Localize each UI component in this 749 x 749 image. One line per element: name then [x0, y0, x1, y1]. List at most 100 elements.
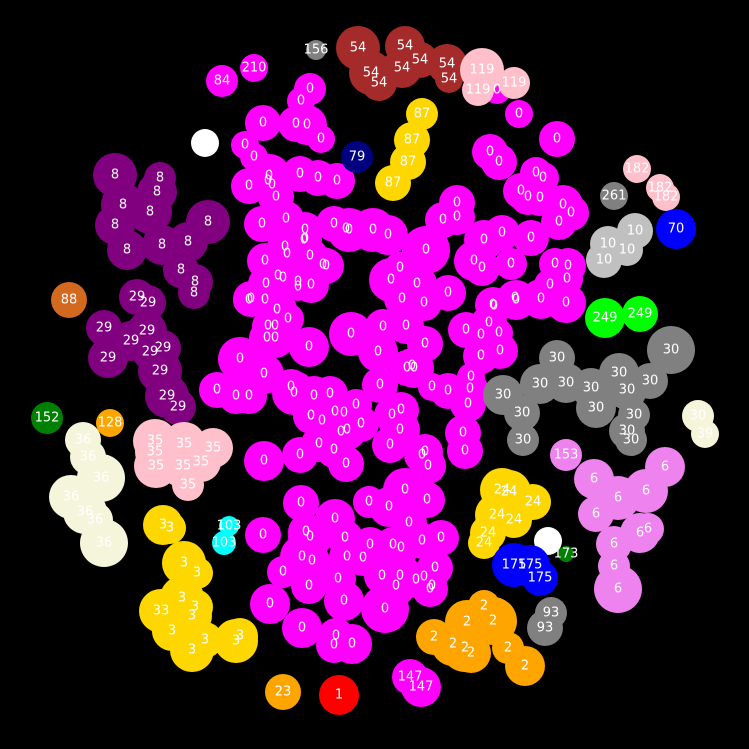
bubble-0 [307, 125, 335, 153]
bubble-87 [375, 165, 411, 201]
bubble-93 [527, 610, 563, 646]
bubble-152 [31, 402, 63, 434]
bubble-210 [240, 54, 268, 82]
bubble-8 [168, 222, 208, 262]
bubble-156 [306, 40, 326, 60]
bubble-87 [406, 98, 438, 130]
bubble-103 [212, 531, 236, 555]
bubble-0 [423, 520, 459, 556]
bubble-0 [402, 226, 450, 274]
bubble-0 [282, 608, 322, 648]
bubble-0 [252, 310, 284, 342]
bubble-0 [495, 248, 527, 280]
bubble-6 [624, 469, 668, 513]
bubble-3 [170, 628, 214, 672]
bubble-6 [578, 496, 614, 532]
bubble-0 [284, 273, 312, 301]
bubble-0 [394, 348, 430, 384]
bubble-6 [632, 513, 664, 545]
bubble-0 [289, 327, 329, 367]
bubble-0 [267, 556, 299, 588]
bubble-0 [513, 220, 549, 256]
bubble-0 [305, 247, 341, 283]
bubble-8 [178, 277, 210, 309]
bubble-0 [418, 373, 446, 401]
bubble-0 [368, 215, 408, 255]
bubble-175 [522, 560, 558, 596]
bubble-0 [484, 215, 520, 251]
bubble-29 [88, 338, 128, 378]
bubble-79 [341, 141, 373, 173]
bubble-0 [378, 554, 422, 598]
bubble-0 [481, 144, 517, 180]
bubble-0 [353, 486, 385, 518]
bubble-0 [407, 434, 443, 470]
bubble-3 [154, 512, 186, 544]
bubble-2 [468, 590, 500, 622]
bubble-6 [594, 565, 642, 613]
bubble-148 [534, 527, 562, 555]
bubble-24 [468, 527, 500, 559]
bubble-54 [361, 65, 397, 101]
bubble-8 [107, 230, 147, 270]
bubble-0 [503, 173, 539, 209]
bubble-0 [362, 367, 398, 403]
bubble-153 [550, 439, 582, 471]
bubble-white [191, 129, 219, 157]
bubble-0 [505, 100, 533, 128]
bubble-0 [254, 167, 282, 195]
bubble-0 [418, 572, 446, 600]
bubble-0 [245, 517, 281, 553]
bubble-30 [632, 363, 668, 399]
bubble-0 [319, 163, 355, 199]
bubble-36 [80, 519, 128, 567]
bubble-119 [462, 74, 494, 106]
bubble-0 [282, 437, 318, 473]
bubble-0 [457, 363, 485, 391]
bubble-182 [623, 155, 651, 183]
bubble-30 [615, 424, 647, 456]
bubble-23 [265, 674, 301, 710]
bubble-0 [231, 378, 267, 414]
bubble-29 [160, 389, 196, 425]
bubble-36 [691, 420, 719, 448]
bubble-0 [539, 121, 575, 157]
bubble-1 [319, 675, 359, 715]
bubble-0 [332, 624, 372, 664]
bubble-0 [485, 319, 513, 347]
bubble-3 [214, 619, 258, 663]
bubble-173 [558, 546, 574, 562]
bubble-119 [498, 67, 530, 99]
bubble-249 [585, 298, 625, 338]
bubble-8 [128, 190, 172, 234]
bubble-30 [576, 388, 616, 428]
bubble-0 [550, 248, 586, 284]
bubble-0 [447, 433, 483, 469]
bubble-0 [245, 105, 281, 141]
bubble-0 [499, 282, 531, 314]
bubble-249 [622, 296, 658, 332]
bubble-30 [507, 424, 539, 456]
bubble-128 [96, 409, 124, 437]
bubble-0 [541, 204, 577, 240]
bubble-30 [504, 395, 540, 431]
bubble-0 [384, 281, 420, 317]
bubble-84 [206, 65, 238, 97]
bubble-10 [611, 234, 643, 266]
bubble-0 [345, 540, 381, 576]
bubble-0 [324, 581, 364, 621]
bubble-0 [283, 485, 319, 521]
bubble-0 [372, 427, 408, 463]
bubble-0 [251, 286, 279, 314]
bubble-0 [391, 505, 427, 541]
bubbles-layer [31, 26, 719, 715]
bubble-0 [464, 250, 500, 286]
bubble-2 [451, 633, 491, 673]
bubble-0 [250, 584, 290, 624]
bubble-0 [291, 568, 327, 604]
bubble-2 [505, 646, 545, 686]
bubble-70 [656, 209, 696, 249]
bubble-30 [647, 326, 695, 374]
bubble-261 [600, 182, 628, 210]
bubble-0 [328, 446, 364, 482]
